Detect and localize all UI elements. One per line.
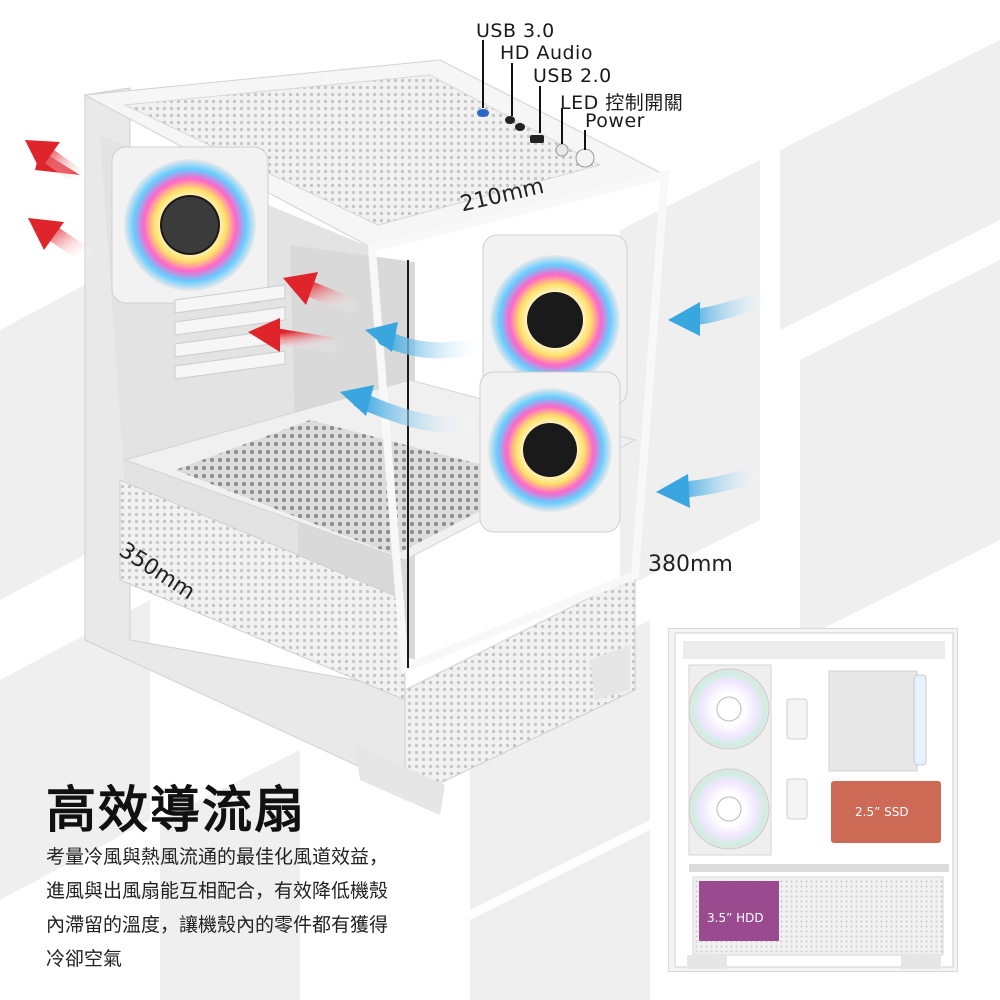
intake-arrows xyxy=(340,290,778,508)
label-usb3: USB 3.0 xyxy=(476,20,555,42)
label-led-switch: LED 控制開關 xyxy=(560,92,684,114)
hdd-bay-label: 3.5” HDD xyxy=(707,911,764,925)
power-button-icon xyxy=(575,148,595,168)
hdd-bay xyxy=(699,881,779,941)
rear-fan xyxy=(111,146,269,304)
usb2-port-icon xyxy=(530,135,544,143)
front-glass-frame xyxy=(367,169,670,674)
description-line: 考量冷風與熱風流通的最佳化風道效益， xyxy=(46,846,389,868)
feature-description: 考量冷風與熱風流通的最佳化風道效益， 進風與出風扇能互相配合，有效降低機殼 內滯… xyxy=(46,840,466,976)
label-hd-audio: HD Audio xyxy=(500,42,593,64)
side-view-illustration xyxy=(674,632,954,969)
description-line: 進風與出風扇能互相配合，有效降低機殼 xyxy=(46,880,389,902)
hd-audio-port-icon xyxy=(505,116,515,124)
front-fan-bottom xyxy=(479,371,621,533)
ssd-bay-label: 2.5” SSD xyxy=(855,805,909,819)
feature-headline: 高效導流扇 xyxy=(46,781,306,839)
base-front xyxy=(404,574,636,801)
description-line: 冷卻空氣 xyxy=(46,948,123,970)
shroud-mesh xyxy=(175,420,540,555)
usb3-port-icon xyxy=(477,109,489,117)
exhaust-arrows xyxy=(25,140,358,353)
led-switch-icon xyxy=(555,143,569,157)
front-fan-top xyxy=(482,234,628,406)
label-power: Power xyxy=(585,110,645,132)
description-line: 內滯留的溫度，讓機殼內的零件都有獲得 xyxy=(46,914,389,936)
base-side xyxy=(119,479,406,701)
side-view-inset: 2.5” SSD 3.5” HDD xyxy=(668,628,958,972)
expansion-slots xyxy=(174,284,286,380)
label-usb2: USB 2.0 xyxy=(533,65,612,87)
ssd-bay xyxy=(831,781,941,843)
dimension-height: 380mm xyxy=(648,552,733,577)
